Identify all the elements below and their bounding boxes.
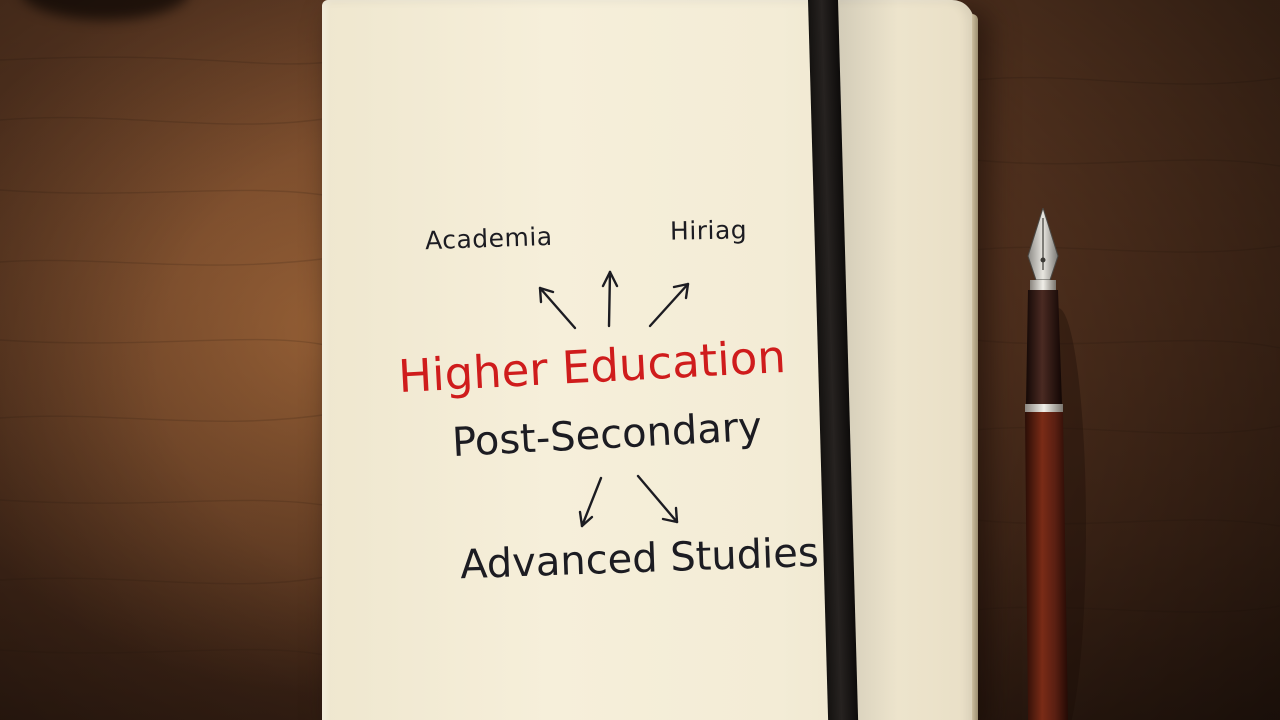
dark-object-shadow (20, 0, 190, 20)
fountain-pen (1025, 208, 1086, 720)
notebook-page-edge (972, 14, 978, 720)
label-hiring: Hiriag (669, 215, 748, 246)
notebook (322, 0, 978, 720)
label-academia: Academia (424, 221, 554, 256)
